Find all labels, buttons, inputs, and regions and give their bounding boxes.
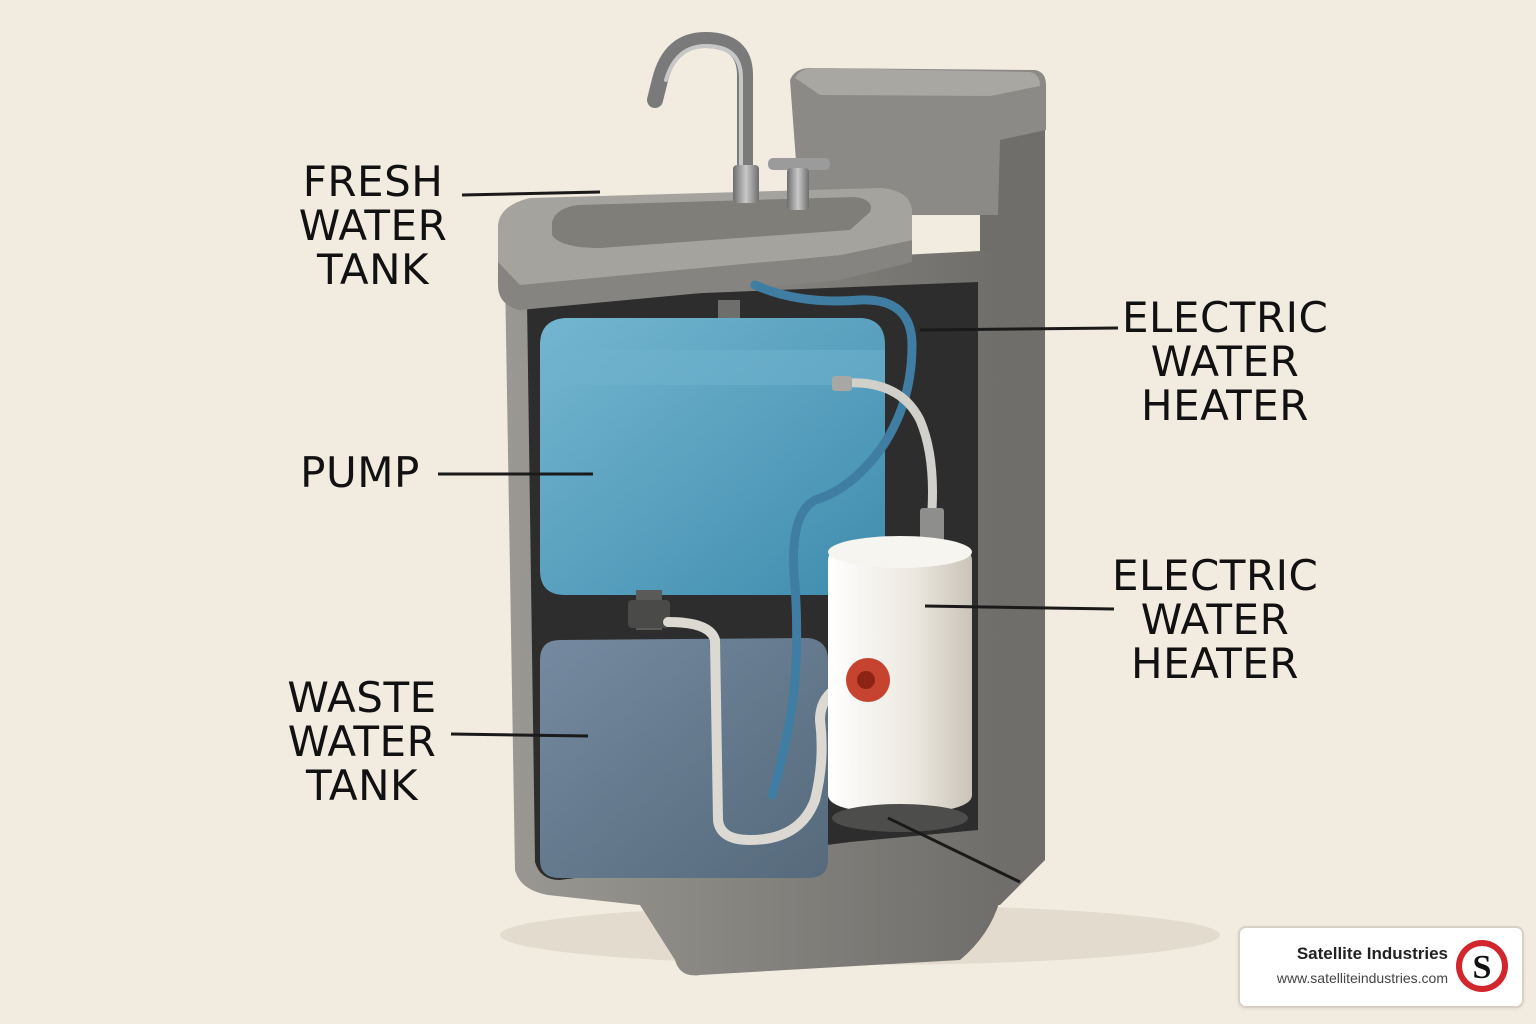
label-electric-water-heater-top-line1: ELECTRIC	[1122, 293, 1329, 342]
label-electric-water-heater-bottom-line1: ELECTRIC	[1112, 551, 1319, 600]
sink-front-edge	[498, 240, 912, 310]
metal-hose-heater	[840, 378, 937, 515]
label-pump-line1: PUMP	[300, 448, 420, 497]
label-electric-water-heater-bottom: ELECTRIC WATER HEATER	[1112, 554, 1318, 686]
leader-electric-water-heater-bottom	[924, 604, 1115, 611]
label-fresh-water-tank: FRESH WATER TANK	[290, 160, 456, 292]
blue-hose	[750, 280, 917, 800]
hose-fitting-tank	[832, 376, 852, 391]
leader-electric-water-heater-top	[919, 326, 1119, 332]
hose-fitting-heater	[920, 508, 944, 542]
faucet-handle	[768, 158, 830, 170]
waste-water-tank	[540, 638, 828, 878]
brand-url[interactable]: www.satelliteindustries.com	[1276, 970, 1448, 986]
brand-card: Satellite Industries www.satelliteindust…	[1238, 926, 1524, 1008]
label-electric-water-heater-top: ELECTRIC WATER HEATER	[1122, 296, 1328, 428]
metal-hose-loop	[663, 617, 860, 846]
leader-fresh-water-tank	[461, 190, 601, 197]
label-electric-water-heater-bottom-line2: WATER	[1140, 595, 1290, 644]
svg-text:S: S	[1473, 949, 1492, 986]
heater-element-center	[857, 671, 875, 689]
label-fresh-water-tank-line1: FRESH	[302, 157, 444, 206]
faucet-base	[733, 165, 759, 203]
backsplash	[790, 68, 1046, 215]
label-electric-water-heater-top-line2: WATER	[1150, 337, 1300, 386]
label-fresh-water-tank-line3: TANK	[316, 245, 430, 294]
tank-connector-valve	[628, 600, 670, 628]
leader-waste-water-tank	[450, 732, 589, 738]
satellite-logo-icon: S	[1456, 940, 1508, 992]
label-waste-water-tank-line2: WATER	[287, 717, 437, 766]
label-waste-water-tank: WASTE WATER TANK	[280, 676, 444, 808]
brand-name: Satellite Industries	[1296, 944, 1448, 963]
label-waste-water-tank-line1: WASTE	[287, 673, 437, 722]
leader-heater-base	[887, 816, 1021, 884]
backsplash-top	[795, 68, 1040, 96]
faucet-handle-post	[787, 168, 809, 210]
heater-base	[832, 804, 968, 832]
label-electric-water-heater-top-line3: HEATER	[1141, 381, 1309, 430]
electric-water-heater-top	[828, 536, 972, 568]
label-pump: PUMP	[294, 451, 426, 495]
label-electric-water-heater-bottom-line3: HEATER	[1131, 639, 1299, 688]
label-fresh-water-tank-line2: WATER	[298, 201, 448, 250]
faucet-spout-highlight	[664, 43, 743, 192]
faucet-spout	[647, 31, 753, 203]
label-waste-water-tank-line3: TANK	[305, 761, 419, 810]
fresh-water-tank-top	[540, 350, 885, 385]
